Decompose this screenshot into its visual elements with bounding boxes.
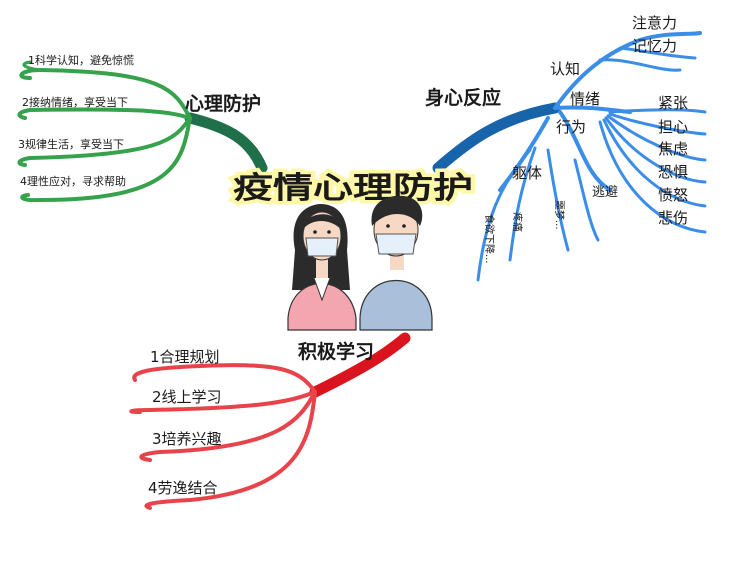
branch-blue-line bbox=[553, 31, 702, 110]
trunk-red bbox=[309, 332, 411, 398]
branch-blue-line bbox=[558, 110, 612, 192]
branch-psych-protection bbox=[17, 60, 268, 203]
branch-blue-line bbox=[602, 118, 707, 208]
branch-red-line bbox=[144, 390, 317, 510]
cognition-label: 认知 bbox=[550, 60, 580, 78]
man-neck bbox=[390, 252, 404, 270]
branch-green-line bbox=[17, 107, 192, 120]
man-mask bbox=[375, 233, 417, 255]
people-illustration bbox=[287, 195, 433, 331]
body-item: 食欲下降... bbox=[483, 214, 496, 264]
trunk-green bbox=[184, 112, 268, 174]
woman-shirt bbox=[287, 283, 357, 331]
branch-blue-line bbox=[508, 146, 537, 262]
branch-active-learning bbox=[129, 332, 411, 510]
woman-eye bbox=[327, 230, 331, 234]
emotion-item: 焦虑 bbox=[658, 140, 688, 158]
branch-title-active-learning: 积极学习 bbox=[298, 340, 374, 363]
body-item: 噩梦... bbox=[553, 200, 565, 230]
branch-title-body-mind: 身心反应 bbox=[425, 86, 501, 109]
branch-red-line bbox=[132, 363, 317, 394]
active-learning-item: 3培养兴趣 bbox=[152, 430, 222, 448]
woman-eye bbox=[313, 230, 317, 234]
body-item: 疼痛 bbox=[511, 212, 524, 232]
emotion-item: 愤怒 bbox=[658, 186, 688, 204]
man-shirt bbox=[359, 280, 433, 331]
branch-green-line bbox=[17, 116, 192, 167]
emotion-label: 情绪 bbox=[570, 90, 600, 108]
trunk-blue bbox=[432, 102, 561, 174]
branch-green-line bbox=[22, 60, 42, 72]
emotion-item: 悲伤 bbox=[658, 209, 688, 227]
branch-blue-line bbox=[618, 46, 697, 60]
woman-neck bbox=[316, 258, 328, 278]
psych-protection-item: 1科学认知，避免惊慌 bbox=[28, 53, 134, 67]
emotion-item: 紧张 bbox=[658, 94, 688, 112]
man-eye bbox=[386, 224, 390, 228]
woman-mask bbox=[305, 237, 339, 257]
branch-blue-line bbox=[606, 114, 707, 162]
branch-blue-line bbox=[573, 158, 600, 242]
behavior-item: 逃避 bbox=[592, 185, 618, 200]
psych-protection-item: 4理性应对，寻求帮助 bbox=[20, 174, 126, 188]
branch-blue-line bbox=[598, 58, 682, 72]
woman-bangs bbox=[302, 214, 342, 230]
body-label: 躯体 bbox=[512, 164, 542, 182]
active-learning-item: 4劳逸结合 bbox=[148, 479, 218, 497]
woman-figure bbox=[287, 204, 357, 331]
center-title: 疫情心理防护 bbox=[233, 171, 473, 206]
emotion-item: 恐惧 bbox=[658, 163, 688, 181]
branch-blue-line bbox=[604, 116, 707, 184]
branch-blue-line bbox=[476, 148, 532, 282]
branch-green-line bbox=[20, 116, 192, 203]
behavior-label: 行为 bbox=[556, 118, 586, 136]
branch-red-line bbox=[129, 390, 317, 414]
branch-blue-line bbox=[598, 120, 707, 234]
man-eye bbox=[402, 224, 406, 228]
psych-protection-item: 3规律生活，享受当下 bbox=[18, 137, 124, 151]
branch-blue-line bbox=[608, 108, 707, 114]
cognition-item: 记忆力 bbox=[632, 37, 677, 55]
branch-body-mind bbox=[432, 31, 707, 282]
active-learning-item: 2线上学习 bbox=[152, 388, 222, 406]
branch-blue-line bbox=[608, 112, 707, 136]
branch-red-line bbox=[139, 390, 317, 462]
branch-title-psych-protection: 心理防护 bbox=[185, 92, 261, 115]
active-learning-item: 1合理规划 bbox=[150, 348, 220, 366]
emotion-item: 担心 bbox=[658, 118, 688, 136]
man-figure bbox=[359, 195, 433, 331]
psych-protection-item: 2接纳情绪，享受当下 bbox=[22, 95, 128, 109]
man-hair bbox=[371, 195, 423, 226]
branch-blue-line bbox=[546, 148, 570, 252]
branch-green-line bbox=[19, 68, 192, 120]
cognition-item: 注意力 bbox=[632, 14, 677, 32]
woman-collar bbox=[313, 277, 331, 302]
